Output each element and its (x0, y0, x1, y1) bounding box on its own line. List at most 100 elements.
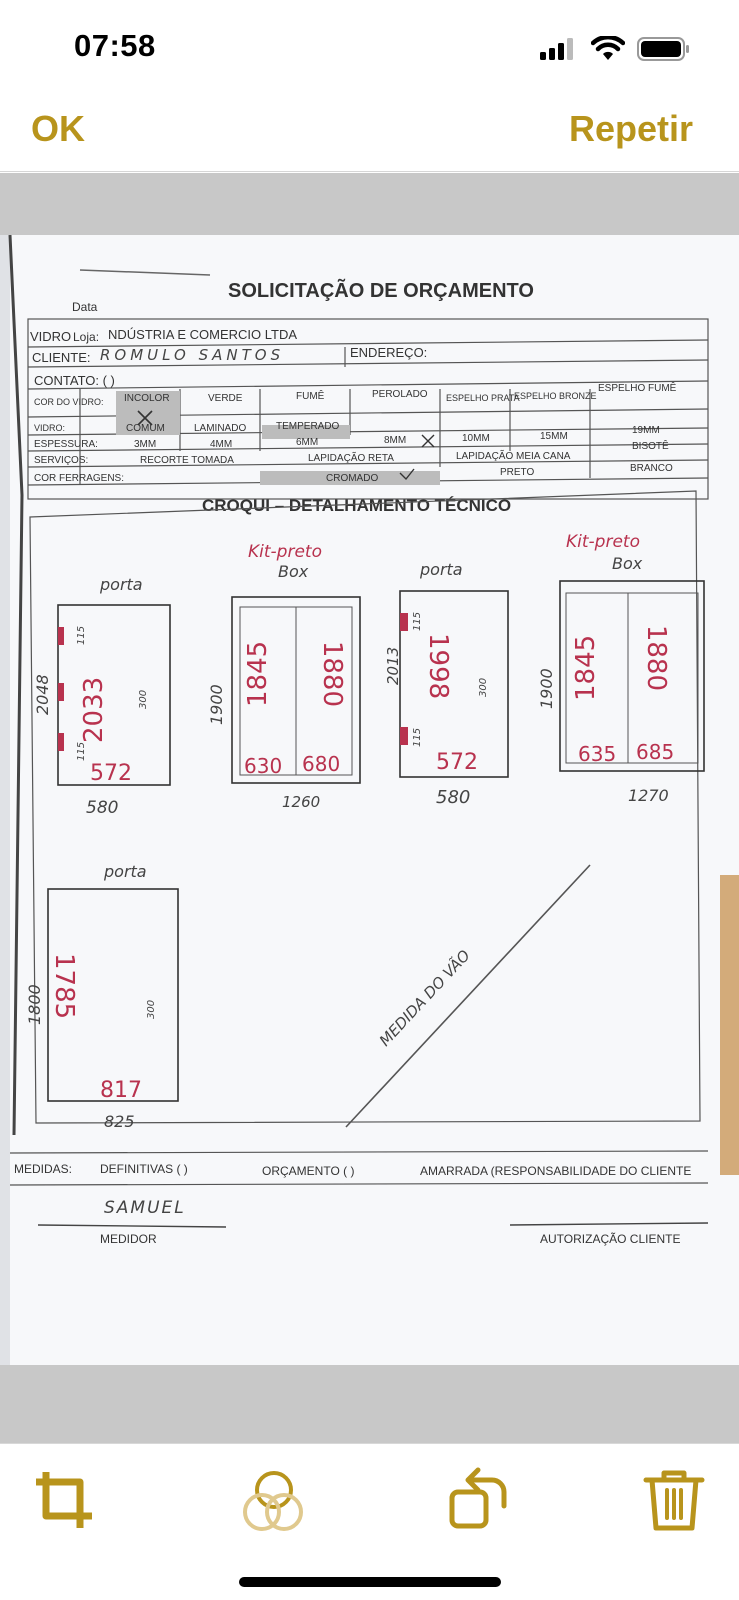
battery-icon (637, 37, 689, 61)
medida-do-vao-note: MEDIDA DO VÃO (375, 946, 474, 1050)
wifi-icon (591, 36, 625, 60)
thickness-option: 19MM (632, 425, 660, 436)
svg-text:630: 630 (244, 754, 282, 778)
cor-ferragens-label: COR FERRAGENS: (34, 473, 124, 484)
data-label: Data (72, 300, 98, 314)
service-option: BISOTÊ (632, 439, 669, 452)
autorizacao-label: AUTORIZAÇÃO CLIENTE (540, 1232, 680, 1246)
definitivas-option: DEFINITIVAS ( ) (100, 1162, 188, 1176)
svg-text:1785: 1785 (49, 953, 79, 1019)
color-option: ESPELHO BRONZE (514, 391, 597, 401)
espessura-label: ESPESSURA: (34, 439, 98, 450)
svg-text:Box: Box (278, 562, 309, 581)
svg-text:300: 300 (478, 678, 489, 697)
rotate-icon[interactable] (446, 1466, 514, 1534)
orcamento-option: ORÇAMENTO ( ) (262, 1164, 354, 1178)
svg-text:115: 115 (76, 626, 87, 645)
document-title: SOLICITAÇÃO DE ORÇAMENTO (228, 279, 534, 302)
thickness-option: 3MM (134, 439, 156, 450)
svg-text:680: 680 (302, 752, 340, 776)
document-content: SOLICITAÇÃO DE ORÇAMENTO Data (0, 235, 739, 1365)
svg-text:1845: 1845 (571, 635, 601, 701)
cor-do-vidro-label: COR DO VIDRO: (34, 397, 104, 407)
status-bar: 07:58 (0, 0, 739, 96)
endereco-label: ENDEREÇO: (350, 345, 427, 360)
svg-text:Kit-preto: Kit-preto (248, 542, 322, 562)
trash-icon[interactable] (640, 1466, 708, 1534)
svg-text:1845: 1845 (243, 641, 273, 707)
svg-text:2048: 2048 (33, 674, 52, 715)
color-option: ESPELHO PRATA (446, 393, 520, 403)
svg-text:1998: 1998 (423, 633, 453, 699)
svg-text:1900: 1900 (207, 684, 226, 725)
sketch-box-1: Kit-preto Box 1900 1845 1880 630 680 126… (207, 542, 361, 811)
contato-label: CONTATO: ( ) (34, 373, 115, 388)
svg-text:580: 580 (436, 787, 470, 808)
thickness-option: 6MM (296, 437, 318, 448)
svg-text:porta: porta (103, 862, 147, 881)
svg-text:2033: 2033 (79, 677, 109, 743)
color-option: PEROLADO (372, 389, 428, 400)
svg-text:572: 572 (436, 750, 478, 775)
type-option: LAMINADO (194, 423, 246, 434)
svg-text:115: 115 (76, 742, 87, 761)
servicos-label: SERVIÇOS: (34, 455, 88, 466)
home-indicator[interactable] (239, 1577, 501, 1587)
thickness-option: 10MM (462, 433, 490, 444)
sketch-door-1: porta 2048 2033 115 115 300 572 580 (33, 575, 171, 818)
service-option: LAPIDAÇÃO MEIA CANA (456, 449, 571, 462)
color-option: FUMÊ (296, 389, 325, 402)
company-name: NDÚSTRIA E COMERCIO LTDA (108, 327, 297, 342)
vidro-label: VIDRO (30, 329, 71, 344)
crop-icon[interactable] (30, 1466, 98, 1534)
svg-text:1880: 1880 (317, 641, 347, 707)
svg-text:817: 817 (100, 1078, 142, 1103)
svg-text:572: 572 (90, 761, 132, 786)
hardware-option: PRETO (500, 467, 534, 478)
hardware-option: CROMADO (326, 473, 378, 484)
svg-text:635: 635 (578, 742, 616, 766)
svg-text:Kit-preto: Kit-preto (566, 532, 640, 552)
svg-text:580: 580 (86, 798, 118, 818)
navigation-bar: OK Repetir (0, 96, 739, 172)
svg-text:1900: 1900 (537, 668, 556, 709)
retake-button[interactable]: Repetir (568, 108, 693, 149)
thickness-option: 15MM (540, 431, 568, 442)
scan-preview: SOLICITAÇÃO DE ORÇAMENTO Data (0, 173, 739, 1443)
ok-button[interactable]: OK (31, 108, 85, 149)
svg-text:1800: 1800 (25, 984, 44, 1025)
svg-text:685: 685 (636, 740, 674, 764)
croqui-title: CROQUI – DETALHAMENTO TÉCNICO (202, 496, 511, 515)
color-option: ESPELHO FUMÊ (598, 381, 677, 394)
bottom-toolbar (0, 1443, 739, 1600)
cliente-value: ROMULO SANTOS (100, 346, 284, 364)
filters-icon[interactable] (236, 1466, 316, 1540)
medidas-label: MEDIDAS: (14, 1162, 72, 1176)
svg-text:300: 300 (138, 690, 149, 709)
color-option: INCOLOR (124, 393, 170, 404)
sketch-door-3: porta 1800 1785 300 817 825 (25, 862, 179, 1131)
service-option: LAPIDAÇÃO RETA (308, 451, 394, 464)
svg-text:Box: Box (612, 554, 643, 573)
svg-text:115: 115 (412, 612, 423, 631)
cliente-label: CLIENTE: (32, 350, 91, 365)
color-option: VERDE (208, 393, 243, 404)
thickness-option: 8MM (384, 435, 406, 446)
svg-text:1270: 1270 (628, 786, 669, 805)
scanned-document: SOLICITAÇÃO DE ORÇAMENTO Data (0, 235, 739, 1365)
cellular-signal-icon (540, 38, 573, 60)
loja-label: Loja: (73, 330, 99, 344)
type-option: TEMPERADO (276, 421, 340, 432)
amarrada-option: AMARRADA (RESPONSABILIDADE DO CLIENTE (420, 1164, 691, 1178)
sketch-box-2: Kit-preto Box 1900 1845 1880 635 685 127… (537, 532, 705, 805)
svg-text:1260: 1260 (282, 793, 320, 811)
status-time: 07:58 (74, 28, 156, 63)
medidor-label: MEDIDOR (100, 1232, 157, 1246)
svg-text:1880: 1880 (641, 625, 671, 691)
svg-text:300: 300 (146, 1000, 157, 1019)
type-option: COMUM (126, 423, 165, 434)
svg-text:115: 115 (412, 728, 423, 747)
thickness-option: 4MM (210, 439, 232, 450)
svg-text:2013: 2013 (384, 647, 402, 685)
vidro-type-label: VIDRO: (34, 423, 65, 433)
